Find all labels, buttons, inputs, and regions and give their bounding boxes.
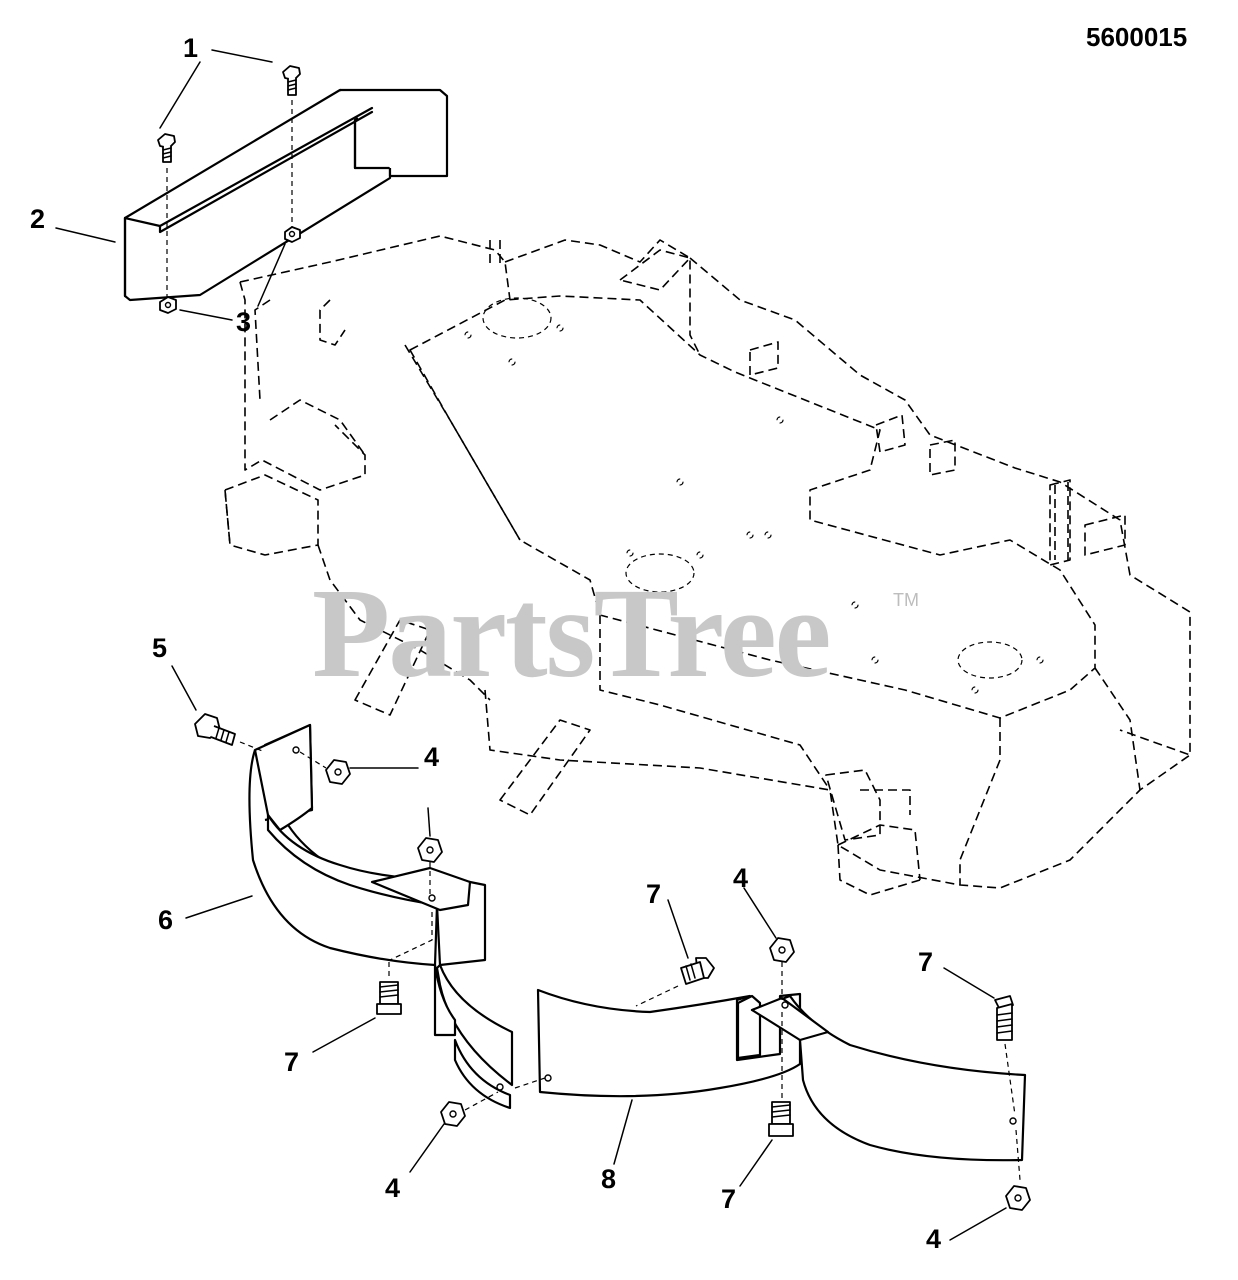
bolt-icon [157, 133, 176, 300]
rear-shield-part-2 [123, 88, 449, 302]
callout-5: 5 [152, 633, 167, 663]
nut-icon [299, 751, 351, 785]
nut-icon [417, 837, 443, 896]
flange-bolt-icon [635, 957, 715, 1007]
callout-4: 4 [424, 742, 439, 772]
flange-bolt-icon [194, 713, 266, 753]
callout-7: 7 [721, 1184, 736, 1214]
callout-7: 7 [646, 879, 661, 909]
callout-1: 1 [183, 33, 198, 63]
nut-icon [769, 937, 795, 1000]
callout-8: 8 [601, 1164, 616, 1194]
callout-7: 7 [918, 947, 933, 977]
callout-labels: 1 2 3 5 4 4 6 7 4 7 4 7 8 7 4 7 [30, 33, 941, 1254]
callout-6: 6 [158, 905, 173, 935]
callout-4: 4 [733, 863, 748, 893]
nut-icon [284, 226, 301, 243]
bolt-icon [768, 1012, 794, 1137]
callout-4: 4 [926, 1224, 941, 1254]
nut-icon [1005, 1129, 1031, 1211]
diagram-number: 5600015 [1086, 22, 1188, 52]
bolt-icon [994, 995, 1016, 1116]
callout-3: 3 [236, 307, 251, 337]
nut-icon [440, 1091, 499, 1127]
left-shield-part-6 [248, 723, 514, 1110]
callout-7: 7 [284, 1047, 299, 1077]
mower-deck-outline [224, 235, 1191, 896]
center-shield-part-8 [514, 988, 802, 1098]
callout-4: 4 [385, 1173, 400, 1203]
bolt-icon [376, 912, 433, 1015]
callout-2: 2 [30, 204, 45, 234]
bolt-icon [282, 65, 301, 230]
leader-lines [55, 49, 1007, 1241]
right-shield-part-8b [750, 994, 1027, 1162]
watermark-trademark: TM [893, 590, 919, 610]
watermark-text: PartsTree [312, 562, 831, 704]
nut-icon [159, 296, 177, 314]
